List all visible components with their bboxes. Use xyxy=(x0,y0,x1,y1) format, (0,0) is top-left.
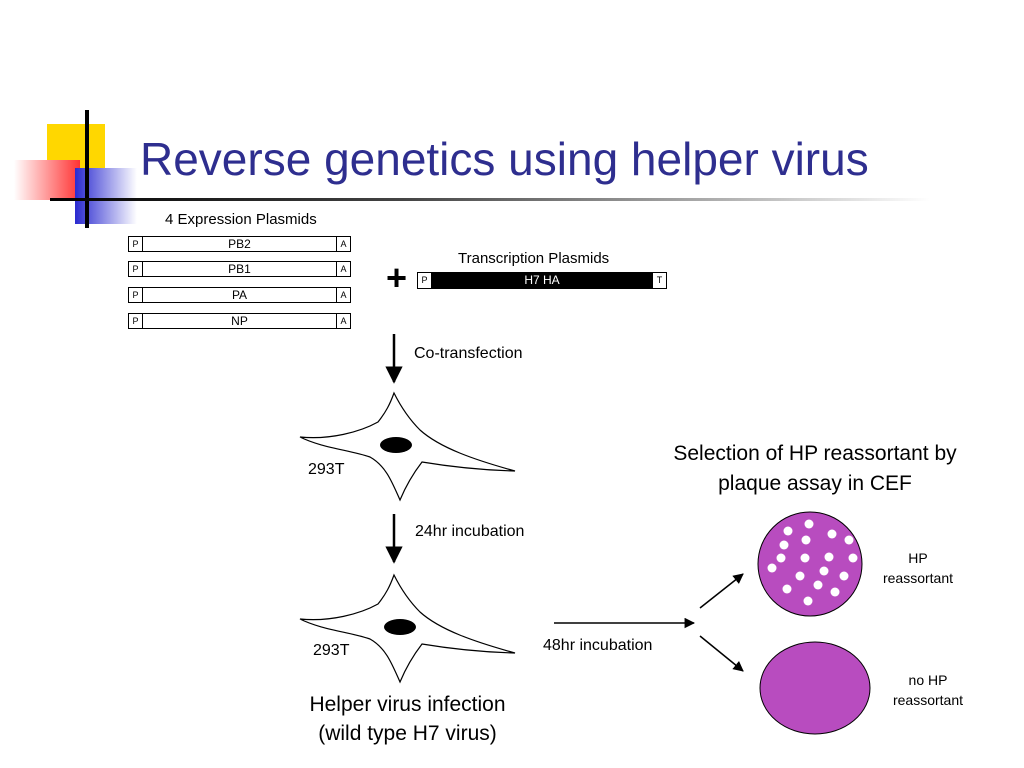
promoter-cap: P xyxy=(418,273,432,288)
polya-cap: A xyxy=(336,288,350,302)
polya-cap: A xyxy=(336,314,350,328)
step-24hr-incubation-label: 24hr incubation xyxy=(415,523,525,540)
cell-label-293t-top: 293T xyxy=(308,461,345,478)
plasmid-name: PA xyxy=(231,288,248,302)
label-line: HP xyxy=(908,550,928,566)
arrow-down-right xyxy=(699,635,744,672)
cell-nucleus xyxy=(380,437,412,453)
transcription-plasmids-header: Transcription Plasmids xyxy=(458,250,610,267)
cell-293t-top xyxy=(299,391,516,502)
polya-cap: A xyxy=(336,237,350,251)
selection-caption: Selection of HP reassortant by plaque as… xyxy=(630,439,1000,499)
plasmid-name: PB2 xyxy=(228,237,251,251)
plus-sign: + xyxy=(386,257,408,298)
plasmid-name: H7 HA xyxy=(524,273,560,287)
plasmid-pa: P PA A xyxy=(128,287,351,303)
plate-no-hp-reassortant xyxy=(759,641,871,735)
label-line: reassortant xyxy=(882,570,954,586)
expression-plasmids-header: 4 Expression Plasmids xyxy=(165,211,317,228)
caption-line: (wild type H7 virus) xyxy=(318,722,497,745)
no-hp-reassortant-label: no HP reassortant xyxy=(877,670,979,710)
polya-cap: A xyxy=(336,262,350,276)
plasmid-pb2: P PB2 A xyxy=(128,236,351,252)
arrow-up-right xyxy=(699,573,744,609)
caption-line: plaque assay in CEF xyxy=(718,472,912,495)
label-line: reassortant xyxy=(892,692,964,708)
cell-293t-bottom xyxy=(299,573,516,684)
hp-reassortant-label: HP reassortant xyxy=(868,548,968,588)
promoter-cap: P xyxy=(129,314,143,328)
plasmid-h7-ha: P H7 HA T xyxy=(417,272,667,289)
helper-virus-infection-caption: Helper virus infection (wild type H7 vir… xyxy=(270,690,545,748)
slide-title: Reverse genetics using helper virus xyxy=(140,133,869,185)
plasmid-pb1: P PB1 A xyxy=(128,261,351,277)
terminator-cap: T xyxy=(652,273,666,288)
step-co-transfection-label: Co-transfection xyxy=(414,345,523,362)
caption-line: Helper virus infection xyxy=(309,693,506,716)
promoter-cap: P xyxy=(129,288,143,302)
cell-label-293t-bottom: 293T xyxy=(313,642,350,659)
caption-line: Selection of HP reassortant by xyxy=(673,442,957,465)
step-48hr-incubation-label: 48hr incubation xyxy=(543,637,653,654)
promoter-cap: P xyxy=(129,262,143,276)
plate-hp-reassortant xyxy=(757,511,863,617)
promoter-cap: P xyxy=(129,237,143,251)
cell-nucleus xyxy=(384,619,416,635)
plasmid-name: PB1 xyxy=(228,262,251,276)
plasmid-name: NP xyxy=(231,314,248,328)
plasmid-np: P NP A xyxy=(128,313,351,329)
label-line: no HP xyxy=(908,672,948,688)
